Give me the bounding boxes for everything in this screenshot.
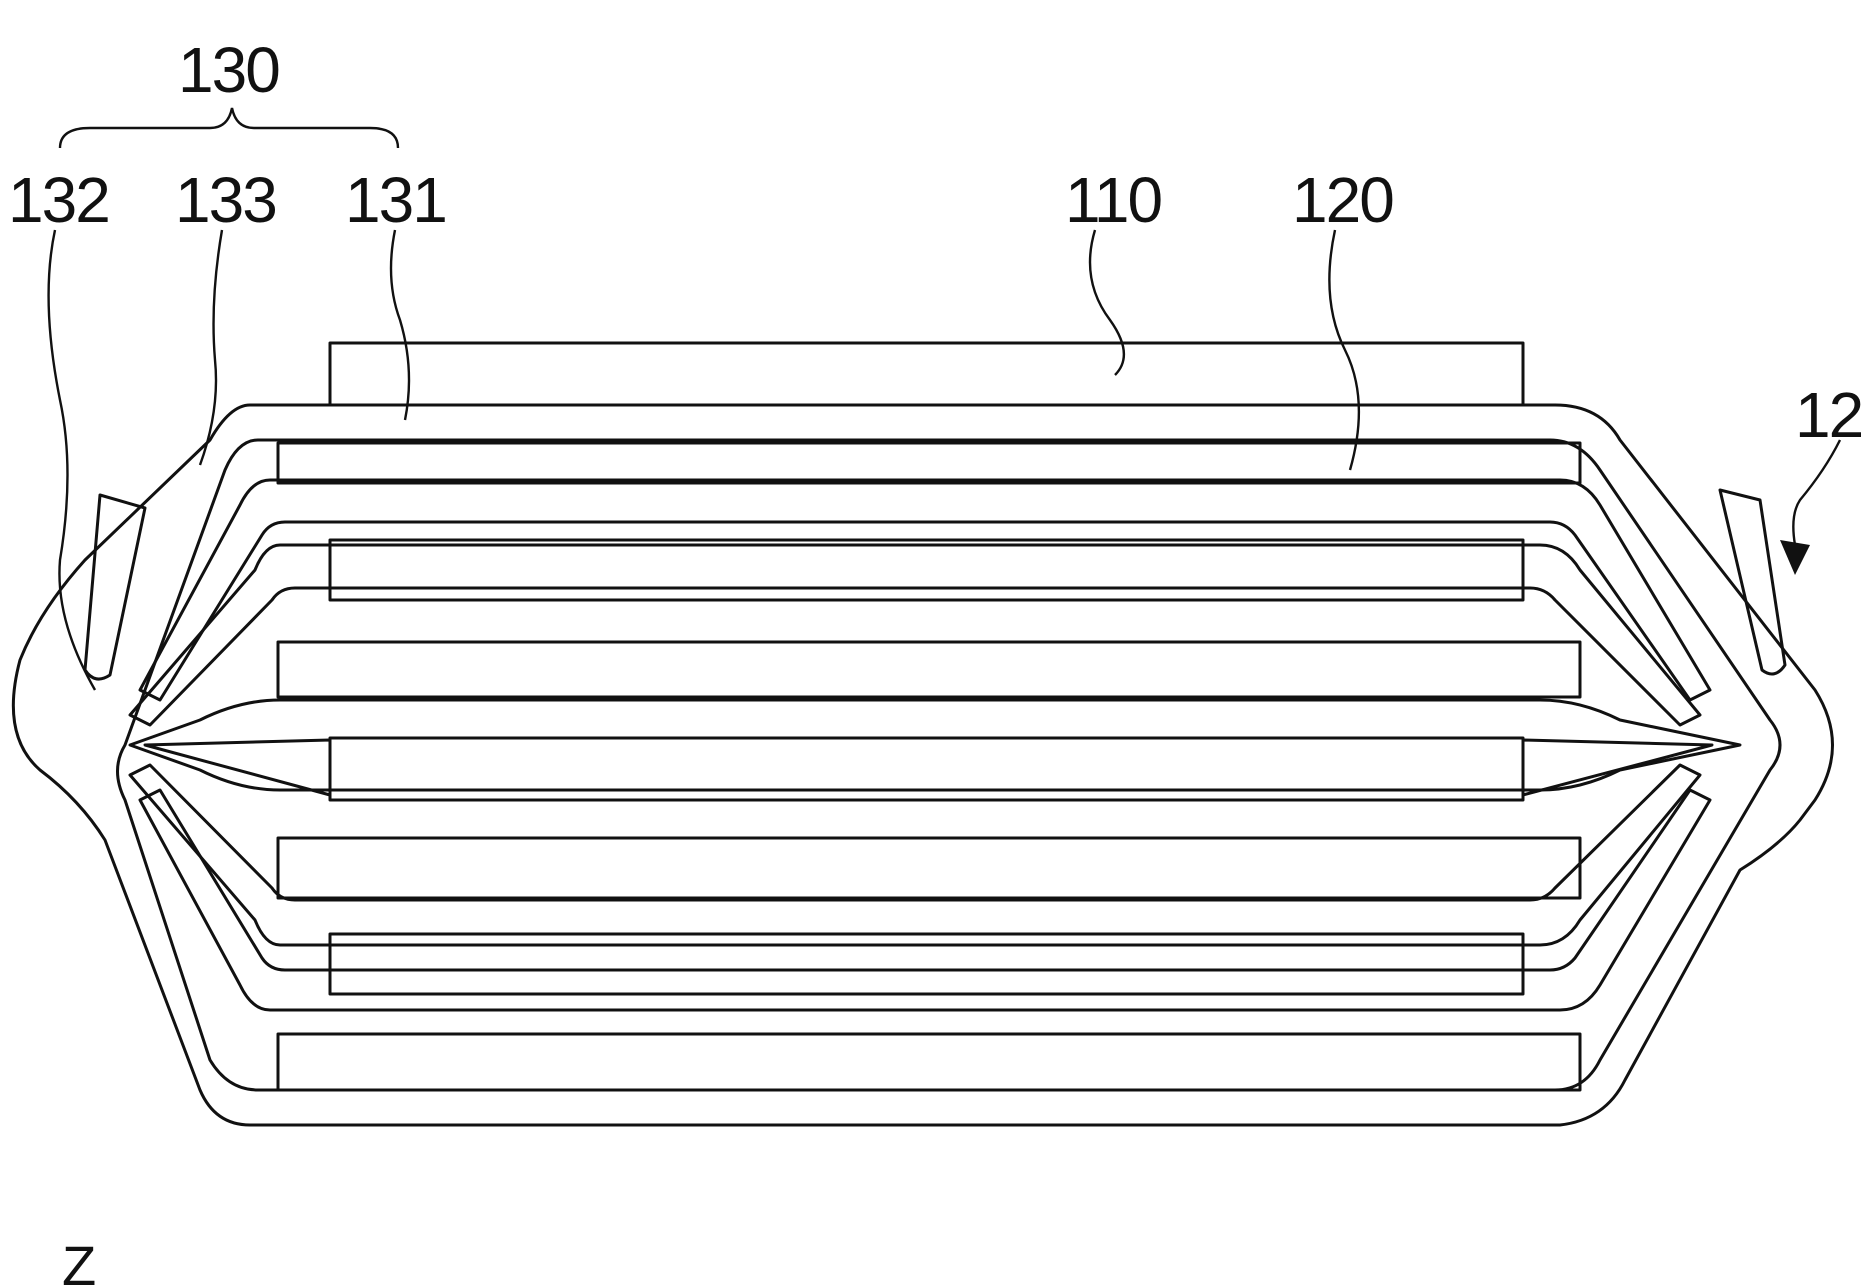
electrode-120-c <box>278 838 1580 898</box>
electrode-120-b <box>278 642 1580 697</box>
separator-layer-3 <box>130 700 1740 790</box>
label-131: 131 <box>345 164 446 236</box>
label-132: 132 <box>8 164 109 236</box>
reference-numerals: 130 132 133 131 110 120 12 <box>8 34 1862 451</box>
label-120: 120 <box>1292 164 1393 236</box>
electrode-110-b <box>330 540 1523 600</box>
leader-110 <box>1090 230 1124 375</box>
label-133: 133 <box>175 164 276 236</box>
arrow-head-12 <box>1780 540 1810 575</box>
leader-131 <box>391 230 409 420</box>
separator-layer-4 <box>130 765 1700 945</box>
left-tab <box>85 495 145 679</box>
outer-case <box>13 405 1832 1125</box>
leader-133 <box>200 230 222 465</box>
electrode-110-d <box>330 934 1523 994</box>
electrode-110-a <box>330 343 1523 405</box>
electrode-120-a <box>278 443 1580 483</box>
brace-130 <box>60 108 398 148</box>
center-fold-tips <box>145 740 1712 795</box>
leader-lines <box>49 230 1840 690</box>
leader-120 <box>1329 230 1359 470</box>
label-12: 12 <box>1795 379 1862 451</box>
leader-12 <box>1793 440 1840 545</box>
electrode-120-d <box>278 1034 1580 1090</box>
separator-layer-1 <box>140 480 1710 700</box>
label-130: 130 <box>178 34 279 106</box>
label-110: 110 <box>1065 164 1161 236</box>
axis-label-z: Z <box>62 1234 96 1286</box>
